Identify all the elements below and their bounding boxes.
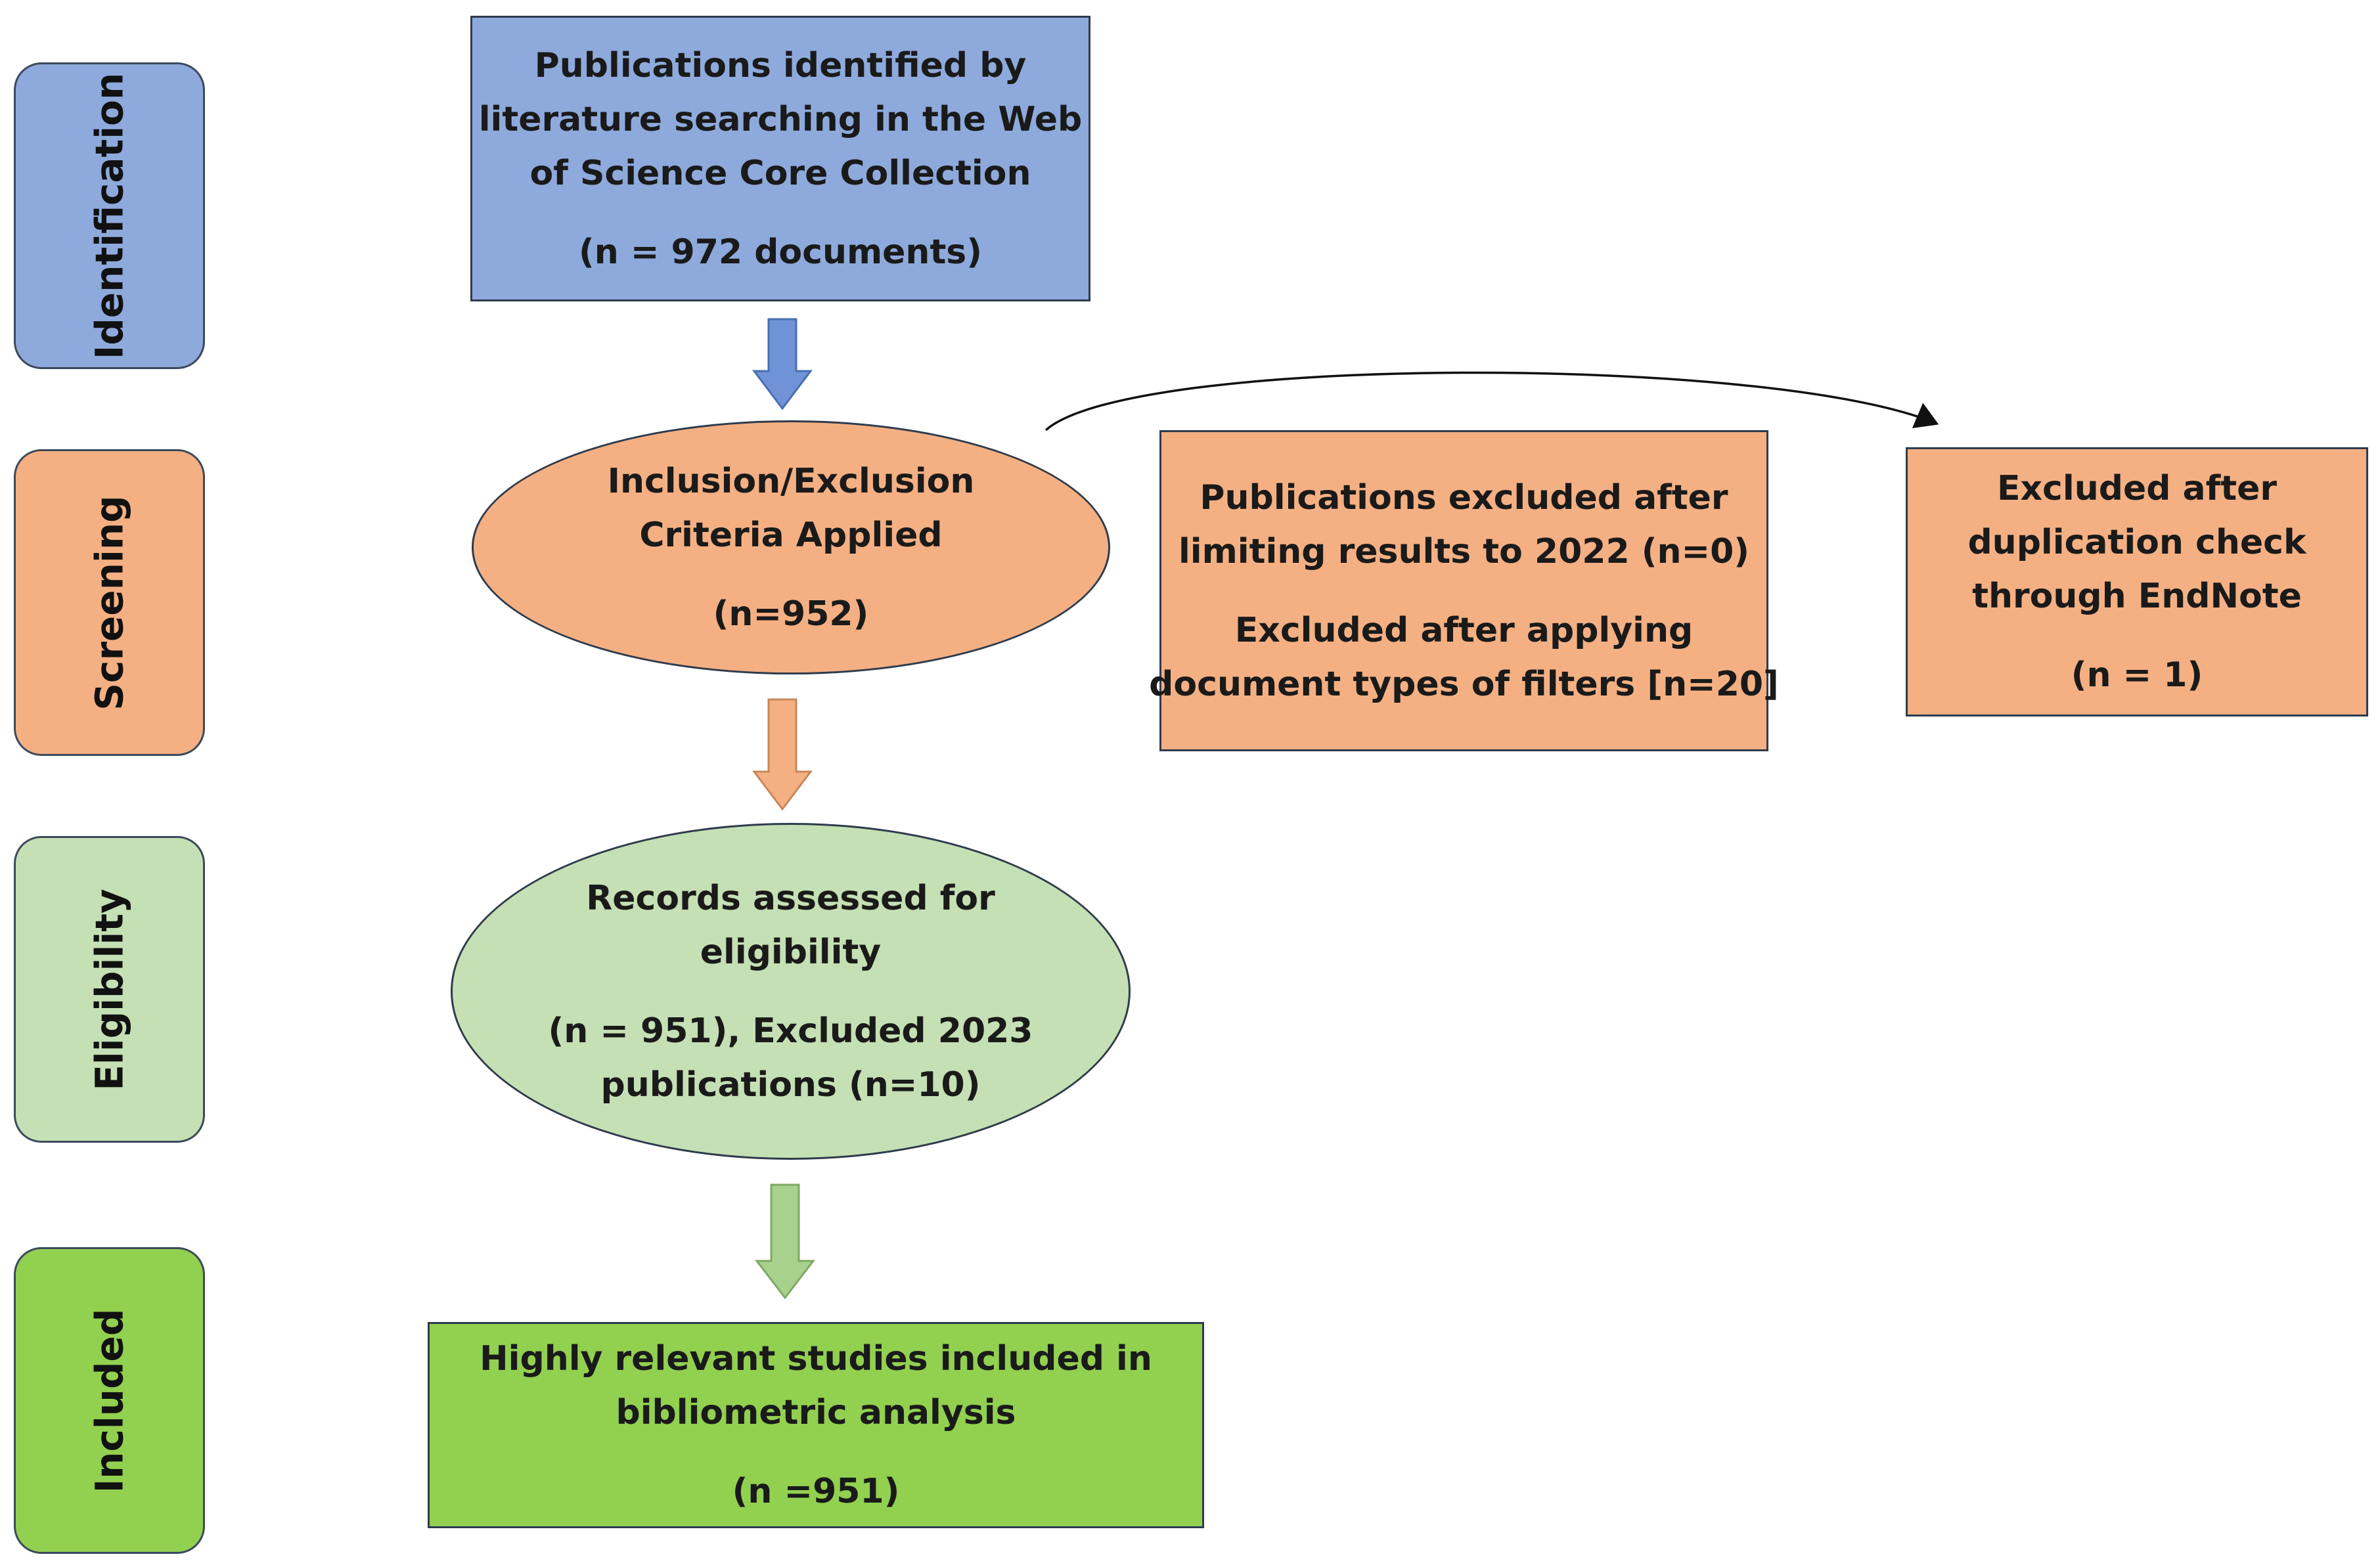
included-count: (n =951) [732, 1472, 900, 1511]
exclusion-filters-box: Publications excluded after limiting res… [1149, 430, 1779, 751]
duplication-text-line-1: Excluded after [1996, 469, 2278, 508]
included-text-line-1: Highly relevant studies included in [480, 1339, 1152, 1378]
curved-arrow-duplication [1044, 371, 1939, 431]
eligibility-ellipse: Records assessed for eligibility (n = 95… [451, 823, 1131, 1160]
screening-text-line-2: Criteria Applied [639, 515, 943, 555]
eligibility-text-line-3: (n = 951), Excluded 2023 [548, 1011, 1033, 1051]
eligibility-text-line-4: publications (n=10) [600, 1065, 981, 1105]
included-text-line-2: bibliometric analysis [616, 1393, 1016, 1432]
phase-eligibility: Eligibility [14, 836, 205, 1143]
down-arrow-blue [752, 318, 813, 410]
phase-identification: Identification [14, 62, 205, 369]
duplication-count: (n = 1) [2071, 655, 2203, 695]
screening-text-line-1: Inclusion/Exclusion [607, 461, 975, 501]
phase-included: Included [14, 1247, 205, 1554]
identification-count: (n = 972 documents) [578, 232, 983, 272]
identification-text-line-2: literature searching in the Web [478, 99, 1083, 139]
identification-text-line-1: Publications identified by [534, 45, 1027, 85]
included-box: Highly relevant studies included in bibl… [428, 1322, 1204, 1528]
exclusion-filters-line-1: Publications excluded after [1200, 477, 1728, 518]
duplication-text-line-2: duplication check [1967, 523, 2306, 562]
eligibility-text-line-1: Records assessed for [586, 878, 995, 918]
exclusion-filters-line-3: Excluded after applying [1234, 610, 1694, 650]
identification-text-line-3: of Science Core Collection [529, 153, 1031, 193]
screening-count: (n=952) [713, 594, 869, 634]
exclusion-filters-line-2: limiting results to 2022 (n=0) [1178, 531, 1750, 571]
duplication-check-box: Excluded after duplication check through… [1906, 447, 2368, 716]
phase-screening: Screening [14, 449, 205, 756]
eligibility-text-line-2: eligibility [700, 932, 882, 972]
identification-box: Publications identified by literature se… [470, 16, 1090, 301]
duplication-text-line-3: through EndNote [1972, 577, 2302, 616]
down-arrow-green [754, 1183, 816, 1300]
down-arrow-orange [752, 698, 813, 811]
screening-ellipse: Inclusion/Exclusion Criteria Applied (n=… [472, 420, 1110, 674]
exclusion-filters-line-4: document types of filters [n=20] [1149, 664, 1779, 704]
